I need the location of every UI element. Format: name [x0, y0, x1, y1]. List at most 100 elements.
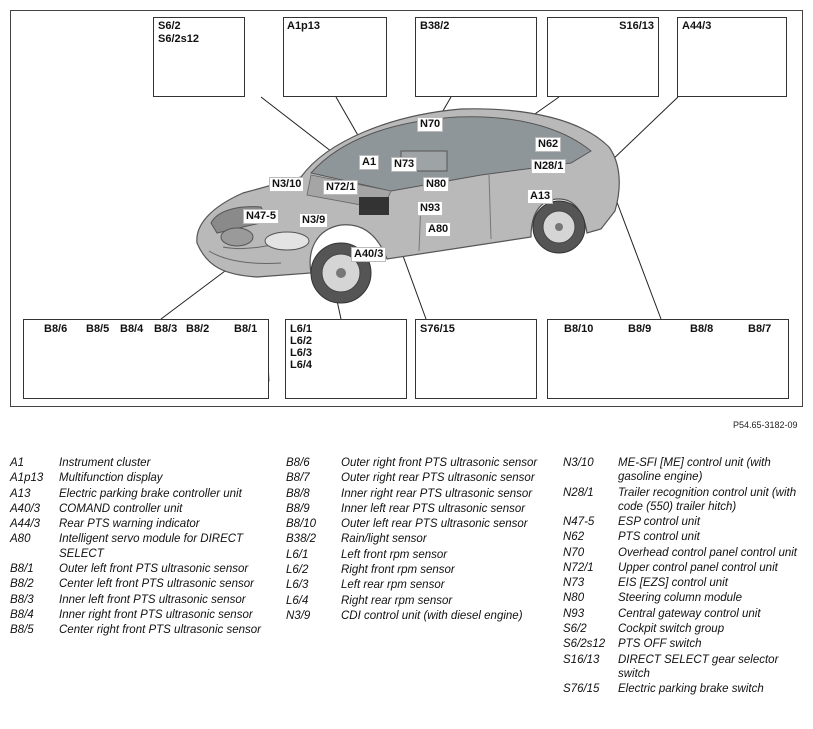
legend-row: N3/9 CDI control unit (with diesel engine… [286, 609, 548, 623]
front-sensor-label: B8/4 [120, 323, 144, 335]
legend-row: N93 Central gateway control unit [563, 607, 808, 621]
legend-row: N3/10 ME-SFI [ME] control unit (with gaso… [563, 456, 808, 484]
callout-n3-10: N3/10 [269, 177, 305, 192]
rear-sensor-label: B8/9 [628, 323, 652, 335]
legend-row: A13 Electric parking brake controller uni… [10, 487, 270, 501]
detail-box-cockpit-switch: S6/2 S6/2s12 [153, 17, 245, 97]
detail-box-rpm-sensors: L6/1 L6/2 L6/3 L6/4 [285, 319, 407, 399]
legend-desc: Outer right rear PTS ultrasonic sensor [341, 472, 535, 485]
rain-light-sensor-label: B38/2 [420, 20, 450, 32]
legend-code: A44/3 [10, 518, 41, 531]
legend-desc: Inner left rear PTS ultrasonic sensor [341, 502, 526, 515]
legend-code: B8/10 [286, 518, 317, 531]
callout-n28-1: N28/1 [531, 159, 567, 174]
legend-row: N28/1 Trailer recognition control unit (w… [563, 486, 808, 514]
legend-desc: Outer right front PTS ultrasonic sensor [341, 457, 538, 469]
callout-a80: A80 [425, 222, 452, 237]
legend-desc: CDI control unit (with diesel engine) [341, 609, 523, 622]
legend-row: B8/3 Inner left front PTS ultrasonic sens… [10, 593, 270, 607]
detail-box-rain-light-sensor: B38/2 [415, 17, 537, 97]
figure-reference: P54.65-3182-09 [733, 420, 798, 430]
legend-desc: Inner left front PTS ultrasonic sensor [59, 593, 246, 606]
front-sensor-label: B8/1 [234, 323, 258, 335]
callout-n70: N70 [417, 117, 444, 132]
legend-code: L6/1 [286, 548, 309, 561]
legend-desc: Electric parking brake switch [618, 683, 764, 696]
rear-sensor-label: B8/7 [748, 323, 772, 335]
legend-desc: Cockpit switch group [618, 623, 725, 636]
callout-n80: N80 [423, 177, 450, 192]
legend-code: B8/5 [10, 624, 34, 637]
legend-column-3: N3/10 ME-SFI [ME] control unit (with gaso… [563, 456, 808, 697]
direct-select-label: S16/13 [619, 20, 654, 32]
legend-desc: Intelligent servo module for DIRECT SELE… [59, 533, 244, 560]
legend-code: N93 [563, 607, 585, 620]
front-sensor-label: B8/6 [44, 323, 68, 335]
legend-desc: Central gateway control unit [618, 607, 761, 620]
legend-desc: Electric parking brake controller unit [59, 487, 242, 500]
legend-code: N3/9 [286, 609, 311, 622]
legend-row: N47-5 ESP control unit [563, 515, 808, 529]
legend-desc: Rain/light sensor [341, 533, 427, 546]
parking-brake-switch-label: S76/15 [420, 323, 455, 335]
rpm-sensor-label: L6/2 [290, 335, 313, 347]
legend-desc: ESP control unit [618, 516, 701, 528]
legend-desc: PTS OFF switch [618, 638, 702, 651]
legend-desc: Multifunction display [59, 472, 163, 485]
rear-sensor-label: B8/10 [564, 323, 594, 335]
callout-n72-1: N72/1 [323, 180, 359, 195]
legend-code: S6/2s12 [563, 638, 606, 651]
legend-column-2: B8/6 Outer right front PTS ultrasonic sen… [286, 456, 548, 624]
legend-desc: PTS control unit [618, 531, 700, 544]
legend-desc: Trailer recognition control unit (with c… [618, 486, 797, 513]
callout-a13: A13 [527, 189, 554, 204]
legend-code: B8/9 [286, 502, 310, 515]
detail-box-parking-brake-switch: S76/15 [415, 319, 537, 399]
legend-code: B8/6 [286, 457, 310, 469]
legend-code: N72/1 [563, 561, 594, 574]
legend-desc: Right front rpm sensor [341, 564, 455, 577]
callout-a40-3: A40/3 [351, 247, 387, 262]
legend-row: S6/2s12 PTS OFF switch [563, 637, 808, 651]
front-sensor-label: B8/2 [186, 323, 210, 335]
legend-desc: EIS [EZS] control unit [618, 577, 728, 590]
legend-code: B8/3 [10, 593, 34, 606]
front-sensor-label: B8/3 [154, 323, 178, 335]
legend-code: N28/1 [563, 486, 594, 499]
legend-row: B8/6 Outer right front PTS ultrasonic sen… [286, 456, 548, 470]
legend-code: A13 [10, 487, 31, 500]
pts-off-switch-label: S6/2s12 [158, 33, 199, 45]
legend-desc: ME-SFI [ME] control unit (with gasoline … [618, 457, 771, 484]
legend-desc: Instrument cluster [59, 457, 151, 469]
legend-desc: Outer left front PTS ultrasonic sensor [59, 562, 249, 575]
callout-n47-5: N47-5 [243, 209, 279, 224]
legend-code: A80 [10, 533, 31, 546]
front-sensor-label: B8/5 [86, 323, 110, 335]
legend-desc: Outer left rear PTS ultrasonic sensor [341, 518, 528, 531]
callout-n62: N62 [535, 137, 562, 152]
legend-code: N47-5 [563, 516, 595, 528]
legend-desc: Steering column module [618, 592, 743, 605]
legend-desc: Right rear rpm sensor [341, 594, 453, 607]
rpm-sensor-label: L6/3 [290, 347, 313, 359]
legend-code: N3/10 [563, 457, 594, 469]
legend-desc: DIRECT SELECT gear selector switch [618, 653, 779, 680]
legend-code: B8/1 [10, 562, 34, 575]
legend-row: B8/1 Outer left front PTS ultrasonic sens… [10, 562, 270, 576]
legend-desc: Left front rpm sensor [341, 548, 448, 561]
callout-n93: N93 [417, 201, 444, 216]
legend-desc: Inner right front PTS ultrasonic sensor [59, 608, 253, 621]
legend-desc: Left rear rpm sensor [341, 579, 445, 592]
